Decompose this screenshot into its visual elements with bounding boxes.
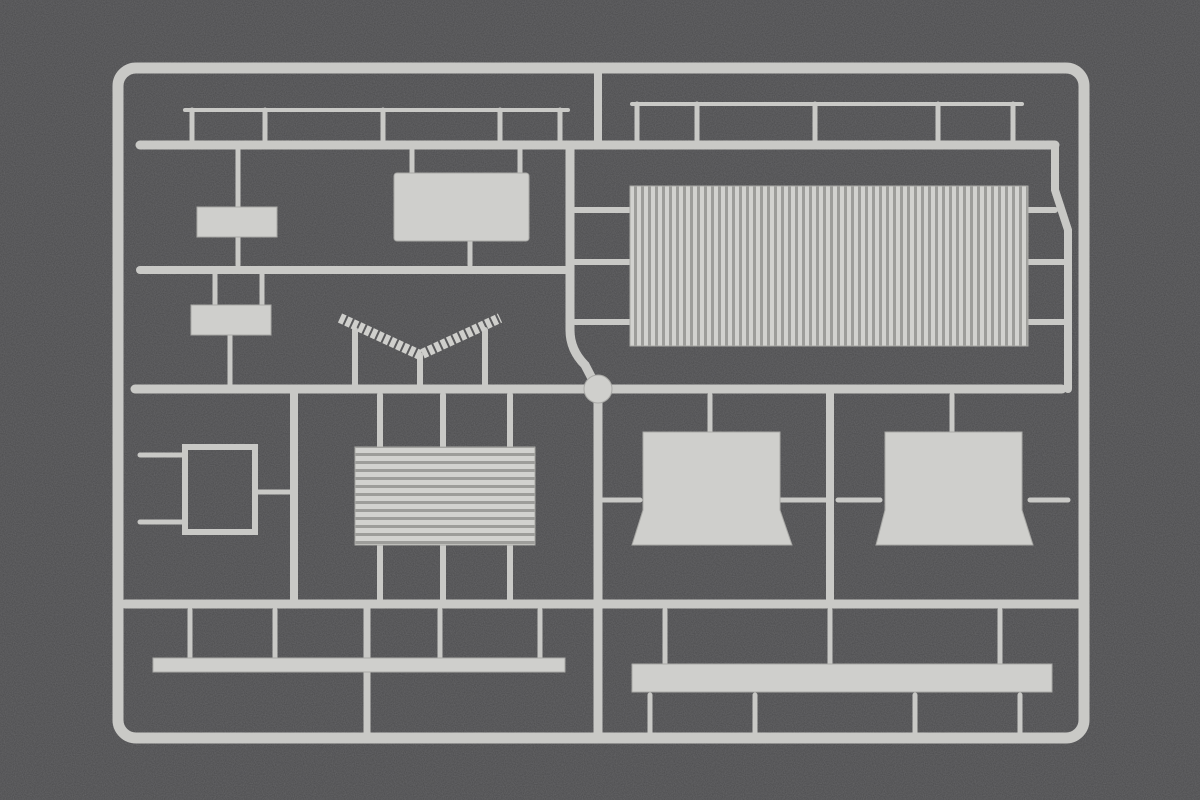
- sprue-parts: [152, 172, 1053, 693]
- part-side-plate-2: [875, 431, 1034, 546]
- part-plate-small-1: [196, 206, 278, 238]
- part-plate-small-2: [190, 304, 272, 336]
- part-sprue-hub: [583, 374, 613, 404]
- part-chain-link: [337, 313, 503, 361]
- sprue-frame: [112, 62, 1090, 744]
- part-ribbed-panel-large: [629, 185, 1029, 347]
- part-strip-right: [631, 663, 1053, 693]
- part-frame-square: [182, 444, 258, 535]
- part-plate-top: [393, 172, 530, 242]
- part-strip-left: [152, 657, 566, 673]
- part-side-plate-1: [631, 431, 793, 546]
- part-ribbed-panel-small: [354, 446, 536, 546]
